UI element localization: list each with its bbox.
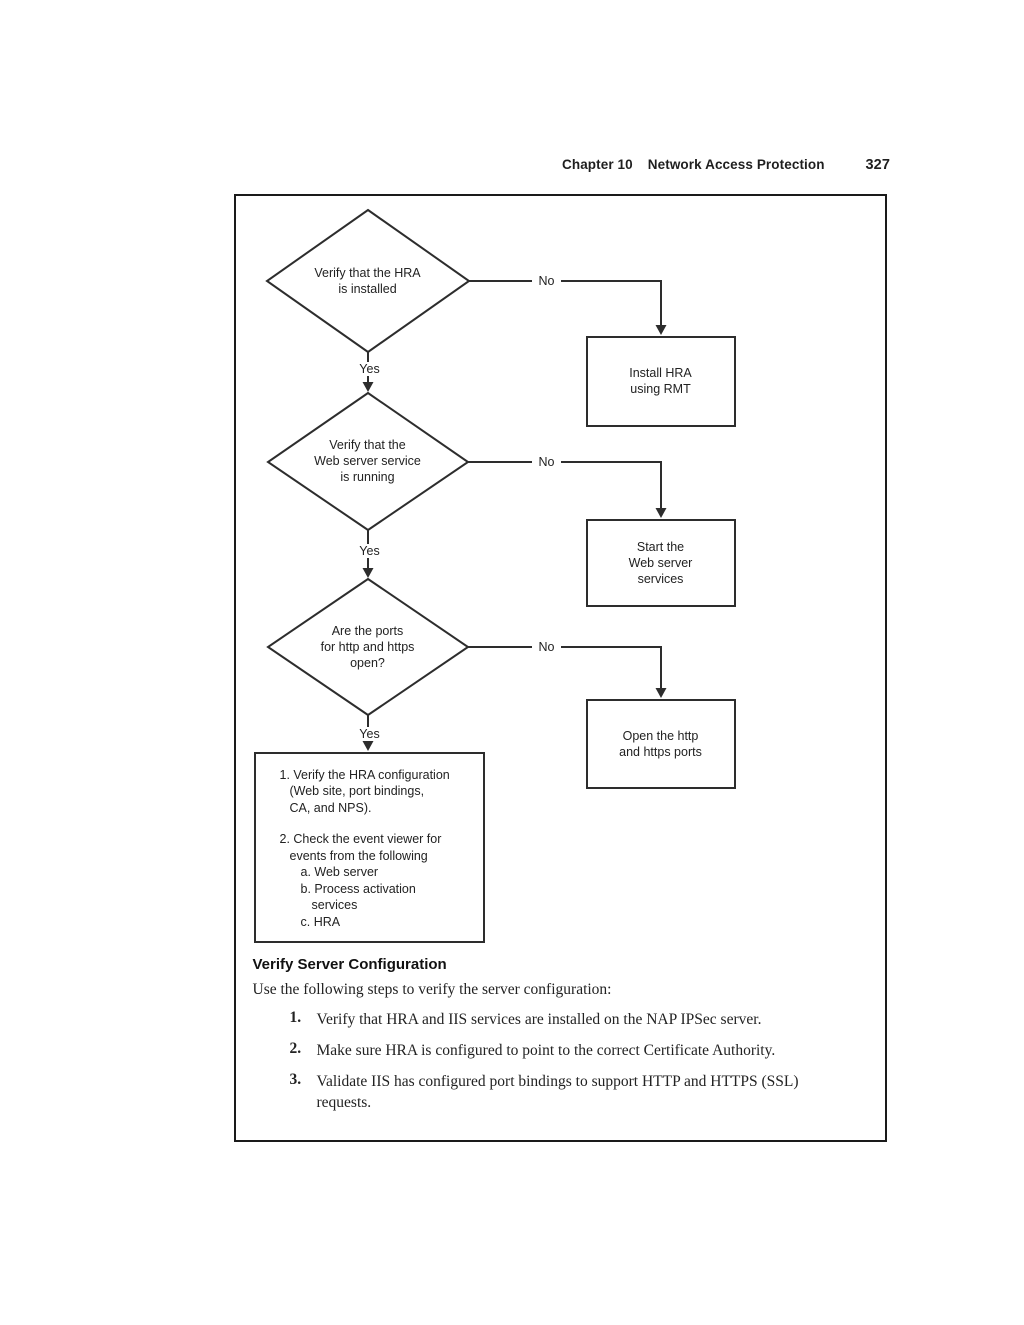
result-line: 1. Verify the HRA configuration: [279, 767, 450, 782]
step-number: 3.: [289, 1070, 302, 1088]
decision-1-line: is installed: [338, 281, 397, 296]
no-label-3: No: [531, 639, 562, 654]
arrowhead-icon: [362, 740, 373, 751]
arrowhead-icon: [655, 507, 666, 518]
decision-3-line: for http and https: [320, 639, 415, 654]
action-2-line: Start the: [636, 539, 685, 554]
step-text: Verify that HRA and IIS services are ins…: [316, 1010, 762, 1028]
decision-1-line: Verify that the HRA: [314, 265, 421, 280]
yes-label-3: Yes: [352, 726, 387, 741]
no-connector-2: [467, 460, 662, 508]
steps-list: 1. Verify that HRA and IIS services are …: [253, 1009, 869, 1113]
running-header: Chapter 10 Network Access Protection 327: [562, 157, 890, 173]
action-2-line: Web server: [628, 555, 693, 570]
action-box-open-ports: Open the http and https ports: [585, 698, 736, 789]
flowchart-figure-frame: Verify that the HRA is installed Verify …: [234, 194, 887, 1142]
result-line: (Web site, port bindings,: [289, 784, 425, 798]
result-line: services: [311, 898, 358, 912]
flowchart-canvas: Verify that the HRA is installed Verify …: [234, 194, 887, 1142]
section-heading: Verify Server Configuration: [252, 955, 447, 973]
step-text: Make sure HRA is configured to point to …: [316, 1041, 776, 1059]
decision-3-label: Are the ports for http and https open?: [268, 579, 468, 715]
step-number: 2.: [289, 1039, 302, 1057]
result-line: events from the following: [289, 848, 428, 863]
step-text: Validate IIS has configured port binding…: [316, 1072, 799, 1111]
decision-3-line: open?: [350, 655, 385, 670]
arrowhead-icon: [655, 324, 666, 335]
action-3-line: and https ports: [619, 744, 702, 759]
flowchart-connectors: [264, 208, 666, 751]
decision-2-label: Verify that the Web server service is ru…: [268, 393, 468, 530]
no-connector-1: [468, 279, 662, 325]
no-label-2: No: [531, 454, 562, 469]
result-line: CA, and NPS).: [289, 800, 372, 815]
yes-label-2: Yes: [352, 543, 387, 558]
result-line: b. Process activation: [300, 881, 416, 896]
action-box-start-web-server: Start the Web server services: [585, 518, 736, 607]
result-line: a. Web server: [300, 865, 379, 879]
step-item: 2. Make sure HRA is configured to point …: [290, 1040, 869, 1061]
step-number: 1.: [289, 1008, 302, 1026]
action-box-install-hra: Install HRA using RMT: [585, 335, 736, 427]
result-line: c. HRA: [300, 914, 341, 929]
decision-1-label: Verify that the HRA is installed: [268, 210, 468, 352]
action-1-line: Install HRA: [629, 366, 692, 380]
yes-label-1: Yes: [352, 361, 387, 376]
no-label-1: No: [531, 273, 562, 288]
step-item: 1. Verify that HRA and IIS services are …: [290, 1009, 869, 1030]
chapter-title: Network Access Protection: [647, 157, 825, 172]
decision-2-line: Web server service: [314, 454, 421, 468]
decision-3-line: Are the ports: [331, 623, 404, 638]
arrowhead-icon: [362, 381, 373, 392]
verify-server-configuration-section: Verify Server Configuration Use the foll…: [253, 956, 869, 1113]
arrowhead-icon: [362, 567, 373, 578]
decision-2-line: is running: [340, 470, 395, 484]
no-connector-3: [467, 645, 662, 688]
step-item: 3. Validate IIS has configured port bind…: [290, 1071, 869, 1113]
page-number: 327: [865, 157, 890, 173]
section-intro: Use the following steps to verify the se…: [252, 980, 612, 998]
arrowhead-icon: [655, 687, 666, 698]
action-2-line: services: [637, 571, 684, 586]
result-box: 1. Verify the HRA configuration (Web sit…: [253, 751, 485, 943]
action-3-line: Open the http: [622, 728, 699, 743]
chapter-label: Chapter 10: [562, 157, 633, 172]
result-line: 2. Check the event viewer for: [279, 832, 442, 846]
decision-2-line: Verify that the: [329, 438, 406, 452]
action-1-line: using RMT: [630, 382, 691, 396]
